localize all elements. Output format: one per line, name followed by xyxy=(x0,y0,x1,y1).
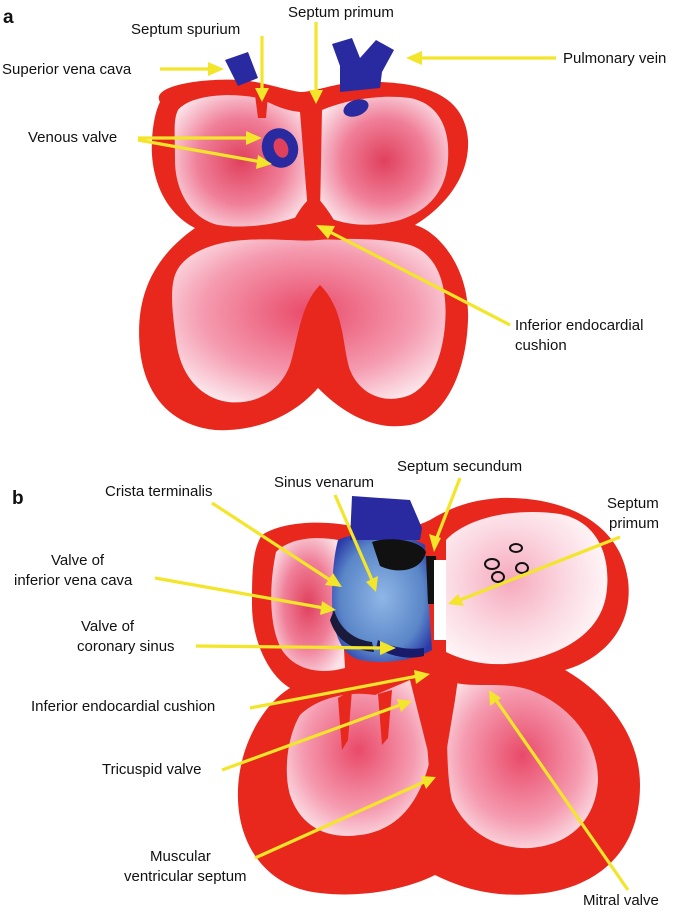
panel-b-tricuspid-leaflet-2 xyxy=(378,690,392,745)
panel-a-left-atrium xyxy=(320,96,449,225)
label-valve-ivc-2: inferior vena cava xyxy=(14,572,133,589)
label-septum-secundum: Septum secundum xyxy=(397,458,522,475)
panel-a-venous-valve-inner xyxy=(273,138,289,158)
label-inferior-endocardial-cushion-b: Inferior endocardial cushion xyxy=(31,698,215,715)
label-venous-valve: Venous valve xyxy=(28,129,117,146)
panel-a-right-atrium xyxy=(174,95,308,227)
label-inferior-endocardial-cushion-a-1: Inferior endocardial xyxy=(515,317,643,334)
label-tricuspid-valve: Tricuspid valve xyxy=(102,761,201,778)
panel-b-left-ventricle xyxy=(446,680,598,849)
panel-b-pv-orifice-3 xyxy=(509,543,523,553)
label-inferior-endocardial-cushion-a-2: cushion xyxy=(515,337,567,354)
label-septum-primum-b-1: Septum xyxy=(607,495,659,512)
panel-b-left-atrium xyxy=(446,511,608,665)
panel-b: b Crista terminalis xyxy=(12,458,659,909)
label-valve-cs-2: coronary sinus xyxy=(77,638,175,655)
panel-a-septum-spurium-shape xyxy=(255,95,268,118)
panel-a-pulmonary-vein xyxy=(332,38,394,92)
panel-a-pulmonary-orifice xyxy=(343,99,369,117)
panel-b-pv-orifice-4 xyxy=(515,562,529,574)
panel-b-tricuspid-leaflet-1 xyxy=(338,690,352,750)
label-valve-cs-1: Valve of xyxy=(81,618,135,635)
label-septum-primum-b-2: primum xyxy=(609,515,659,532)
panel-b-cs-valve-shape xyxy=(376,640,424,658)
label-valve-ivc-1: Valve of xyxy=(51,552,105,569)
panel-b-ivc-valve-shape xyxy=(330,610,374,652)
label-sinus-venarum: Sinus venarum xyxy=(274,474,374,491)
panel-a-superior-vena-cava xyxy=(225,52,258,86)
panel-a-septum-primum-shape xyxy=(306,95,320,200)
label-septum-primum-a: Septum primum xyxy=(288,4,394,21)
panel-a-letter: a xyxy=(3,7,14,28)
label-crista-terminalis: Crista terminalis xyxy=(105,483,213,500)
label-muscular-septum-1: Muscular xyxy=(150,848,211,865)
label-septum-spurium: Septum spurium xyxy=(131,21,240,38)
panel-b-vena-cava xyxy=(350,496,422,540)
panel-b-muscular-ventricular-septum xyxy=(410,665,460,800)
panel-b-pv-orifice-2 xyxy=(491,571,505,583)
label-pulmonary-vein: Pulmonary vein xyxy=(563,50,666,67)
panel-b-septum-primum-shape xyxy=(434,560,446,640)
panel-a: a Septum spurium Septum primum Superior … xyxy=(2,4,666,431)
panel-b-letter: b xyxy=(12,488,24,509)
panel-b-arrows xyxy=(154,477,630,891)
label-mitral-valve: Mitral valve xyxy=(583,892,659,909)
panel-b-pv-orifice-1 xyxy=(484,558,500,570)
label-muscular-septum-2: ventricular septum xyxy=(124,868,247,885)
panel-a-ventricles xyxy=(172,238,446,403)
label-superior-vena-cava: Superior vena cava xyxy=(2,61,132,78)
panel-a-arrows xyxy=(137,22,556,327)
panel-b-svc-orifice xyxy=(372,539,426,571)
